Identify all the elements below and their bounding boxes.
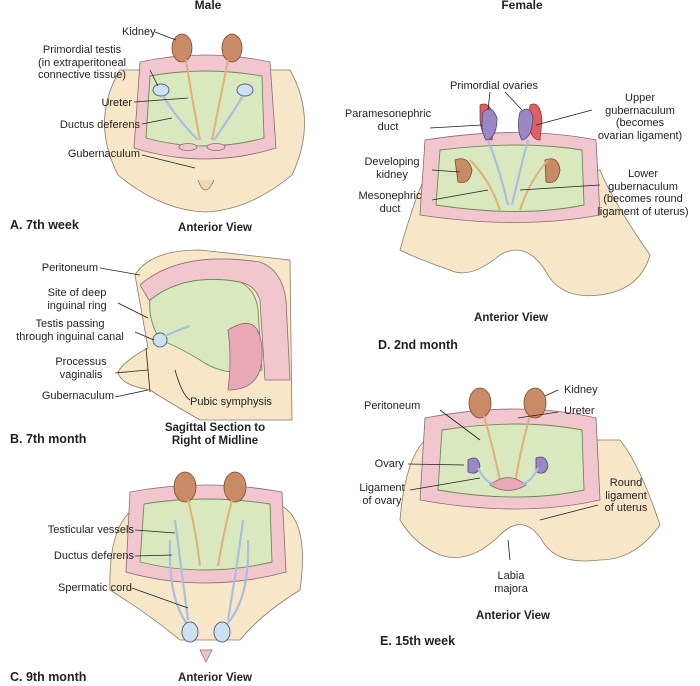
a-primordial-testis-label: Primordial testis (in extraperitoneal co… xyxy=(37,44,127,81)
e-labia-majora-label: Labia majora xyxy=(494,570,528,595)
a-kidney-label: Kidney xyxy=(122,26,156,38)
panel-e-drawing xyxy=(399,387,661,562)
b-view-label: Sagittal Section to Right of Midline xyxy=(164,422,266,447)
b-pubic-symphysis-label: Pubic symphysis xyxy=(190,396,272,408)
d-upper-gubernaculum-label: Upper gubernaculum (becomes ovarian liga… xyxy=(597,92,683,142)
c-panel-label: C. 9th month xyxy=(10,670,87,684)
c-view-label: Anterior View xyxy=(178,672,252,684)
panel-b-drawing xyxy=(99,249,293,421)
a-ureter-label: Ureter xyxy=(101,97,132,109)
d-mesonephric-duct-label: Mesonephric duct xyxy=(358,190,422,215)
e-panel-label: E. 15th week xyxy=(380,634,456,648)
b-gubernaculum-label: Gubernaculum xyxy=(41,390,114,402)
d-panel-label: D. 2nd month xyxy=(378,338,458,352)
a-ductus-deferens-label: Ductus deferens xyxy=(59,119,140,131)
d-primordial-ovaries-label: Primordial ovaries xyxy=(450,80,539,92)
e-kidney-label: Kidney xyxy=(564,384,598,396)
e-round-ligament-label: Round ligament of uterus xyxy=(604,477,648,514)
male-header: Male xyxy=(194,0,222,12)
b-peritoneum-label: Peritoneum xyxy=(41,262,98,274)
e-peritoneum-label: Peritoneum xyxy=(364,400,421,412)
c-spermatic-cord-label: Spermatic cord xyxy=(58,582,132,594)
e-ureter-label: Ureter xyxy=(564,405,595,417)
a-gubernaculum-label: Gubernaculum xyxy=(67,148,140,160)
b-deep-ring-label: Site of deep inguinal ring xyxy=(47,287,107,312)
c-testicular-vessels-label: Testicular vessels xyxy=(47,524,134,536)
d-lower-gubernaculum-label: Lower gubernaculum (becomes round ligame… xyxy=(597,168,689,218)
panel-a-drawing xyxy=(104,31,305,213)
panel-c-drawing xyxy=(109,471,303,663)
panel-d-drawing xyxy=(399,91,651,297)
d-paramesonephric-duct-label: Paramesonephric duct xyxy=(344,108,432,133)
e-view-label: Anterior View xyxy=(476,610,550,622)
e-ligament-of-ovary-label: Ligament of ovary xyxy=(359,482,405,507)
e-ovary-label: Ovary xyxy=(374,458,404,470)
d-view-label: Anterior View xyxy=(474,312,548,324)
a-panel-label: A. 7th week xyxy=(10,218,79,232)
a-view-label: Anterior View xyxy=(178,222,252,234)
d-developing-kidney-label: Developing kidney xyxy=(364,156,420,181)
b-processus-vaginalis-label: Processus vaginalis xyxy=(55,356,107,381)
c-ductus-deferens-label: Ductus deferens xyxy=(53,550,134,562)
b-testis-passing-label: Testis passing through inguinal canal xyxy=(16,318,124,343)
female-header: Female xyxy=(501,0,543,12)
b-panel-label: B. 7th month xyxy=(10,432,87,446)
